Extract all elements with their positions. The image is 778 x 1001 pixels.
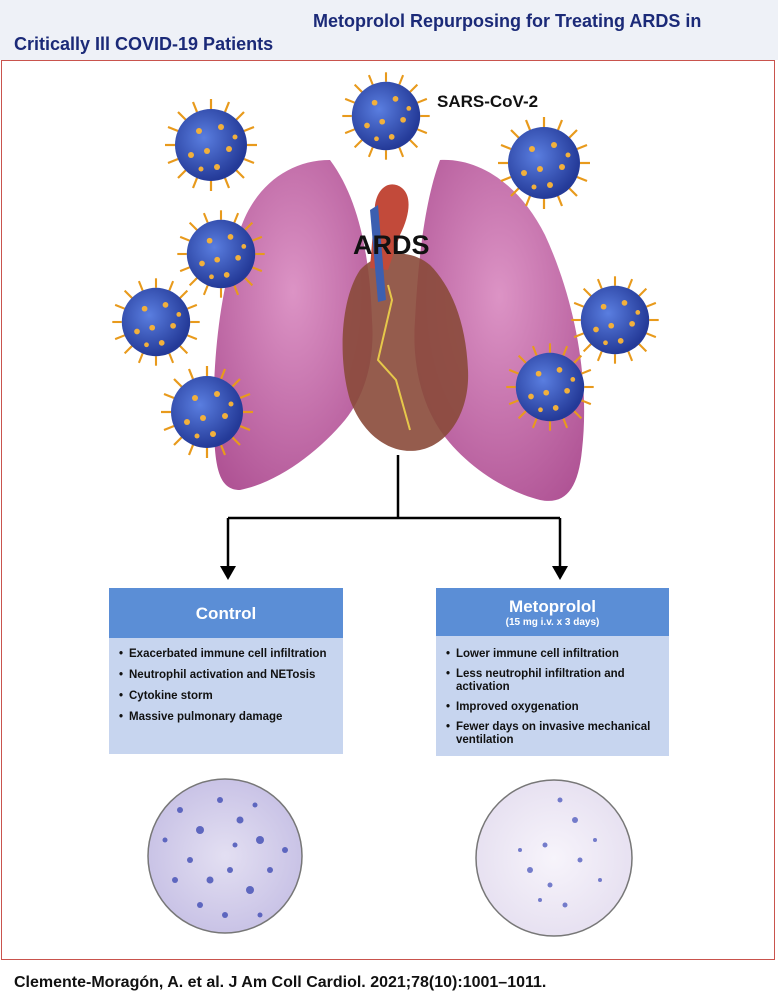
control-header: Control <box>109 588 343 638</box>
histology-metoprolol-image <box>475 779 633 937</box>
figure-frame <box>1 60 775 960</box>
metoprolol-header: Metoprolol (15 mg i.v. x 3 days) <box>436 588 669 636</box>
page-title-line-2: Critically Ill COVID-19 Patients <box>14 34 274 54</box>
virus-icon <box>163 97 259 193</box>
list-item: Cytokine storm <box>119 690 337 703</box>
virus-icon <box>176 209 266 299</box>
virus-label: SARS-CoV-2 <box>437 92 539 111</box>
list-item: Improved oxygenation <box>446 701 663 714</box>
metoprolol-list: Lower immune cell infiltration Less neut… <box>446 648 663 754</box>
list-item: Less neutrophil infiltration and activat… <box>446 668 663 694</box>
virus-icon <box>570 275 660 365</box>
list-item: Massive pulmonary damage <box>119 711 337 724</box>
arrow-down-right-icon <box>552 566 568 580</box>
control-list: Exacerbated immune cell infiltration Neu… <box>119 648 337 732</box>
metoprolol-title: Metoprolol <box>509 597 596 616</box>
metoprolol-subtitle: (15 mg i.v. x 3 days) <box>505 617 600 628</box>
arrow-down-left-icon <box>220 566 236 580</box>
vessel-shape <box>376 284 411 431</box>
virus-icon <box>111 277 201 367</box>
list-item: Neutrophil activation and NETosis <box>119 669 337 682</box>
citation-text: Clemente-Moragón, A. et al. J Am Coll Ca… <box>14 974 547 991</box>
heart-shape <box>342 253 469 451</box>
illustration <box>111 71 660 937</box>
virus-icon <box>505 342 595 432</box>
histology-control-image <box>147 778 303 934</box>
virus-icon <box>341 71 431 161</box>
left-lung-shape <box>213 160 373 490</box>
control-title: Control <box>195 604 257 623</box>
footer: Clemente-Moragón, A. et al. J Am Coll Ca… <box>0 962 778 1001</box>
list-item: Lower immune cell infiltration <box>446 648 663 661</box>
control-panel: Control Exacerbated immune cell infiltra… <box>109 588 343 754</box>
branch-connector <box>226 455 562 568</box>
list-item: Exacerbated immune cell infiltration <box>119 648 337 661</box>
lung-label: ARDS <box>353 230 430 260</box>
page-title-line-1: Metoprolol Repurposing for Treating ARDS… <box>313 11 702 31</box>
list-item: Fewer days on invasive mechanical ventil… <box>446 721 663 747</box>
virus-icon <box>496 115 592 211</box>
trachea-shape <box>370 205 386 302</box>
header-band: Metoprolol Repurposing for Treating ARDS… <box>0 0 778 60</box>
virus-icon <box>159 364 255 460</box>
metoprolol-panel: Metoprolol (15 mg i.v. x 3 days) Lower i… <box>436 588 669 756</box>
